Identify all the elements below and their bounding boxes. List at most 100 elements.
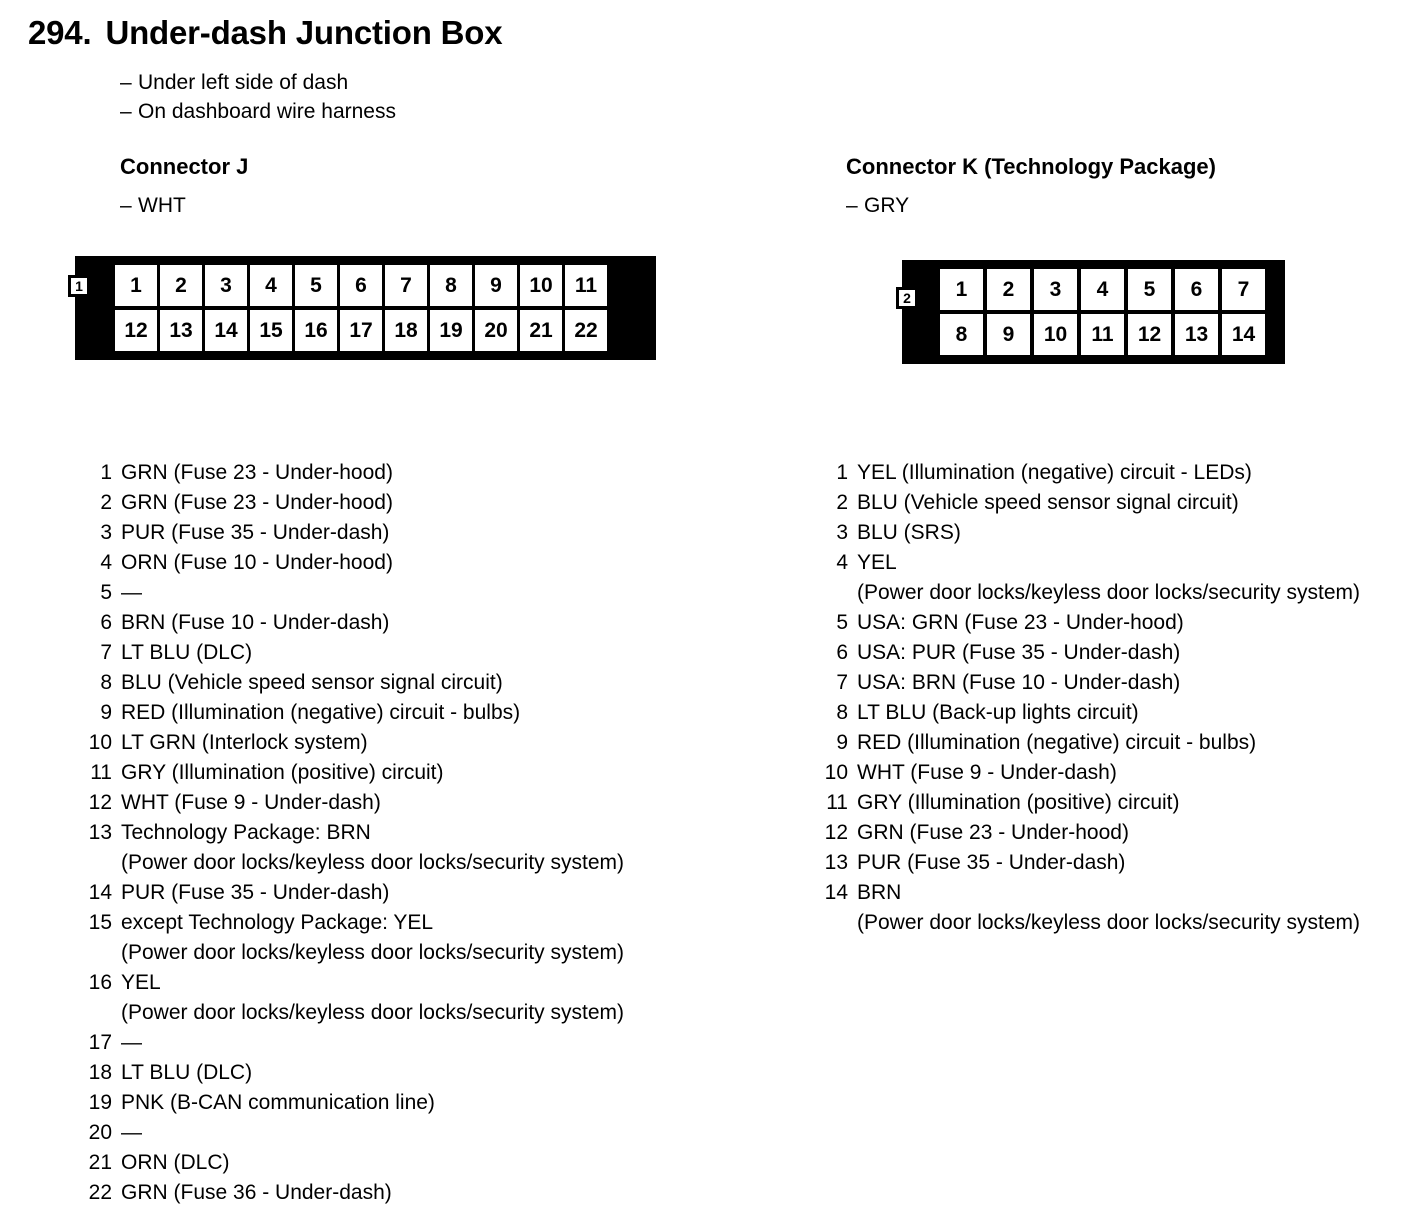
pin-description: ORN (Fuse 10 - Under-hood) [121,548,393,578]
connector-pin-cell: 5 [1128,269,1171,310]
pin-description: YEL (Illumination (negative) circuit - L… [857,458,1252,488]
pin-entry: 17— [78,1028,738,1058]
pin-description-main: PUR (Fuse 35 - Under-dash) [121,521,390,544]
pin-number: 20 [88,1121,112,1144]
pin-number: 8 [100,671,112,694]
pin-description-main: WHT (Fuse 9 - Under-dash) [857,761,1117,784]
pin-description-main: GRN (Fuse 23 - Under-hood) [121,491,393,514]
pin-description: GRN (Fuse 36 - Under-dash) [121,1178,392,1208]
pin-description-main: except Technology Package: YEL [121,911,434,934]
pin-description: — [121,1118,142,1148]
pin-number: 10 [88,731,112,754]
connector-pin-cell: 12 [115,310,157,351]
pin-description-main: GRN (Fuse 23 - Under-hood) [121,461,393,484]
pin-entry: 10 WHT (Fuse 9 - Under-dash) [814,758,1408,788]
connector-pin-cell: 7 [385,265,427,306]
connector-pin-cell: 2 [987,269,1030,310]
pin-number: 2 [100,491,112,514]
pin-entry: 5— [78,578,738,608]
pin-description-continuation: (Power door locks/keyless door locks/sec… [121,851,624,874]
connector-k-color-note: –GRY [846,194,909,218]
pin-description: BLU (Vehicle speed sensor signal circuit… [121,668,503,698]
pin-number: 6 [836,641,848,664]
pin-number: 13 [88,821,112,844]
pin-number: 7 [836,671,848,694]
pin-description-main: YEL [121,971,161,994]
pin-entry: 6 BRN (Fuse 10 - Under-dash) [78,608,738,638]
pin-description: LT BLU (DLC) [121,638,252,668]
pin-number: 1 [100,461,112,484]
connector-pin-cell: 8 [940,314,983,355]
pin-description: USA: GRN (Fuse 23 - Under-hood) [857,608,1184,638]
pin-description: GRN (Fuse 23 - Under-hood) [121,458,393,488]
dash-bullet-icon: – [120,194,132,217]
pin-number: 6 [100,611,112,634]
dash-bullet-icon: – [120,71,132,94]
pin-description: GRY (Illumination (positive) circuit) [857,788,1180,818]
connector-pin-cell: 7 [1222,269,1265,310]
connector-pin-cell: 14 [205,310,247,351]
location-note-text: On dashboard wire harness [138,100,396,123]
page-title: 294.Under-dash Junction Box [28,14,503,52]
connector-pin-cell: 2 [160,265,202,306]
pin-number: 8 [836,701,848,724]
pin-description-main: GRY (Illumination (positive) circuit) [121,761,444,784]
pin-description-main: ORN (DLC) [121,1151,230,1174]
connector-pin-cell: 12 [1128,314,1171,355]
pin-description-main: YEL [857,551,897,574]
connector-pin-cell: 11 [1081,314,1124,355]
pin-description-main: RED (Illumination (negative) circuit - b… [121,701,521,724]
connector-j-color-note: –WHT [120,194,186,218]
pin-description-main: BRN (Fuse 10 - Under-dash) [121,611,390,634]
pin-number: 10 [824,761,848,784]
pin-description: BRN(Power door locks/keyless door locks/… [857,878,1360,938]
pin-number: 12 [824,821,848,844]
pin-entry: 8 LT BLU (Back-up lights circuit) [814,698,1408,728]
pin-description: BLU (Vehicle speed sensor signal circuit… [857,488,1239,518]
dash-bullet-icon: – [120,100,132,123]
connector-j-color-code: WHT [138,194,186,217]
pin-description-main: LT BLU (Back-up lights circuit) [857,701,1139,724]
pin-description-continuation: (Power door locks/keyless door locks/sec… [121,1001,624,1024]
pin-description-main: GRN (Fuse 36 - Under-dash) [121,1181,392,1204]
connector-pin-cell: 21 [520,310,562,351]
connector-pin-cell: 22 [565,310,607,351]
pin-number: 5 [836,611,848,634]
pin-description-main: PUR (Fuse 35 - Under-dash) [121,881,390,904]
pin-number: 1 [836,461,848,484]
connector-j-heading: Connector J [120,154,249,179]
connector-pin-cell: 16 [295,310,337,351]
pin-description-main: GRN (Fuse 23 - Under-hood) [857,821,1129,844]
pin-description: PUR (Fuse 35 - Under-dash) [121,878,389,908]
pin-description-main: — [121,1121,142,1144]
pin-entry: 10 LT GRN (Interlock system) [78,728,738,758]
pin-description: PNK (B-CAN communication line) [121,1088,435,1118]
pin-description-main: — [121,581,142,604]
pin-number: 14 [824,881,848,904]
pin-description-main: LT GRN (Interlock system) [121,731,368,754]
pin-description: WHT (Fuse 9 - Under-dash) [121,788,381,818]
connector-k-pin-list: 1 YEL (Illumination (negative) circuit - … [814,458,1408,938]
pin-number: 9 [100,701,112,724]
pin-description: LT GRN (Interlock system) [121,728,368,758]
pin-description: LT BLU (DLC) [121,1058,252,1088]
pin-description-main: RED (Illumination (negative) circuit - b… [857,731,1257,754]
